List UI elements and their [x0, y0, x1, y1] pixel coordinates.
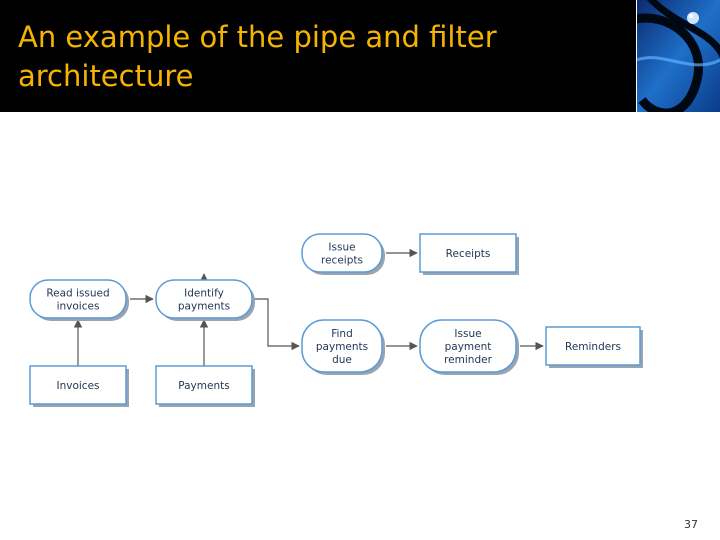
- process-label: invoices: [57, 301, 100, 313]
- slide-number: 37: [684, 518, 698, 531]
- process-label: reminder: [444, 354, 492, 366]
- process-shape: [29, 279, 127, 319]
- process-label: Issue: [328, 242, 355, 254]
- process-label: Issue: [454, 328, 481, 340]
- process-shape: [155, 279, 253, 319]
- slide-title: An example of the pipe and filter archit…: [18, 20, 497, 93]
- process-label: receipts: [321, 255, 363, 267]
- swirl-logo-icon: [637, 0, 720, 112]
- store-shape: [419, 233, 517, 273]
- process-shape: [419, 319, 517, 373]
- process-label: Read issued: [46, 288, 109, 300]
- store-receipts: Receipts: [419, 233, 519, 275]
- process-label: payment: [445, 341, 492, 353]
- process-shape: [301, 319, 383, 373]
- store-payments: Payments: [155, 365, 255, 407]
- store-shape: [155, 365, 253, 405]
- process-label: Find: [331, 328, 353, 340]
- store-label: Receipts: [446, 248, 491, 260]
- process-label: Identify: [184, 288, 224, 300]
- title-bar: An example of the pipe and filter archit…: [0, 0, 636, 112]
- store-label: Reminders: [565, 341, 621, 353]
- store-invoices: Invoices: [29, 365, 129, 407]
- store-shape: [29, 365, 127, 405]
- store-reminders: Reminders: [545, 326, 643, 368]
- process-label: due: [332, 354, 352, 366]
- store-label: Payments: [178, 380, 229, 392]
- process-label: payments: [178, 301, 230, 313]
- store-shape: [545, 326, 641, 366]
- store-label: Invoices: [56, 380, 99, 392]
- connector-identify-payments-to-find-payments-due: [254, 298, 300, 351]
- process-label: payments: [316, 341, 368, 353]
- process-shape: [301, 233, 383, 273]
